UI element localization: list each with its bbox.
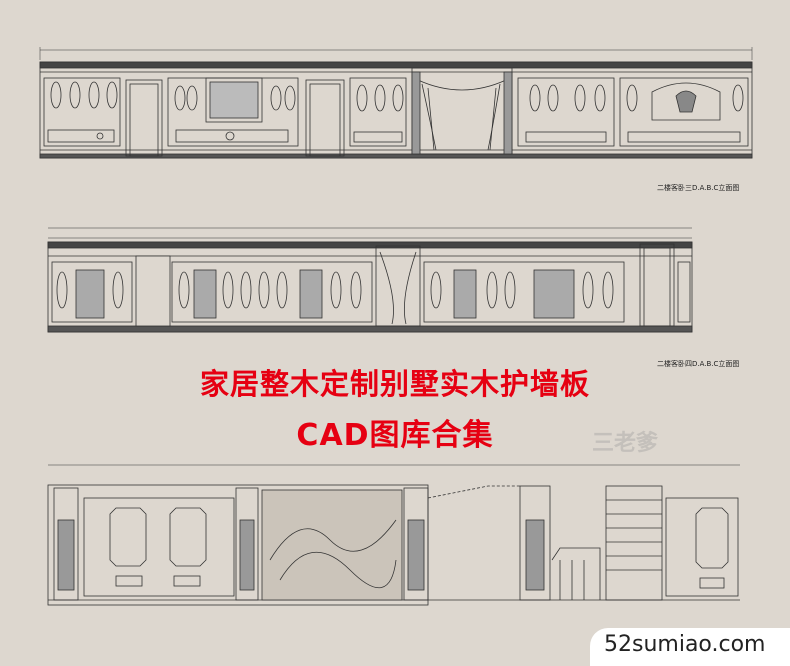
elevation-middle — [47, 227, 693, 333]
elevation-top — [39, 47, 753, 159]
title-line-1: 家居整木定制别墅实木护墙板 — [199, 367, 590, 401]
elevation-top-label: 二楼客卧三D.A.B.C立面图 — [657, 184, 740, 192]
faint-watermark: 三老爹 — [592, 431, 659, 456]
elevation-middle-label: 二楼客卧四D.A.B.C立面图 — [657, 360, 740, 368]
title-line-2: CAD图库合集 — [296, 418, 494, 453]
site-url: 52sumiao.com — [604, 632, 766, 657]
elevation-bottom — [47, 464, 740, 606]
site-badge — [590, 628, 790, 666]
